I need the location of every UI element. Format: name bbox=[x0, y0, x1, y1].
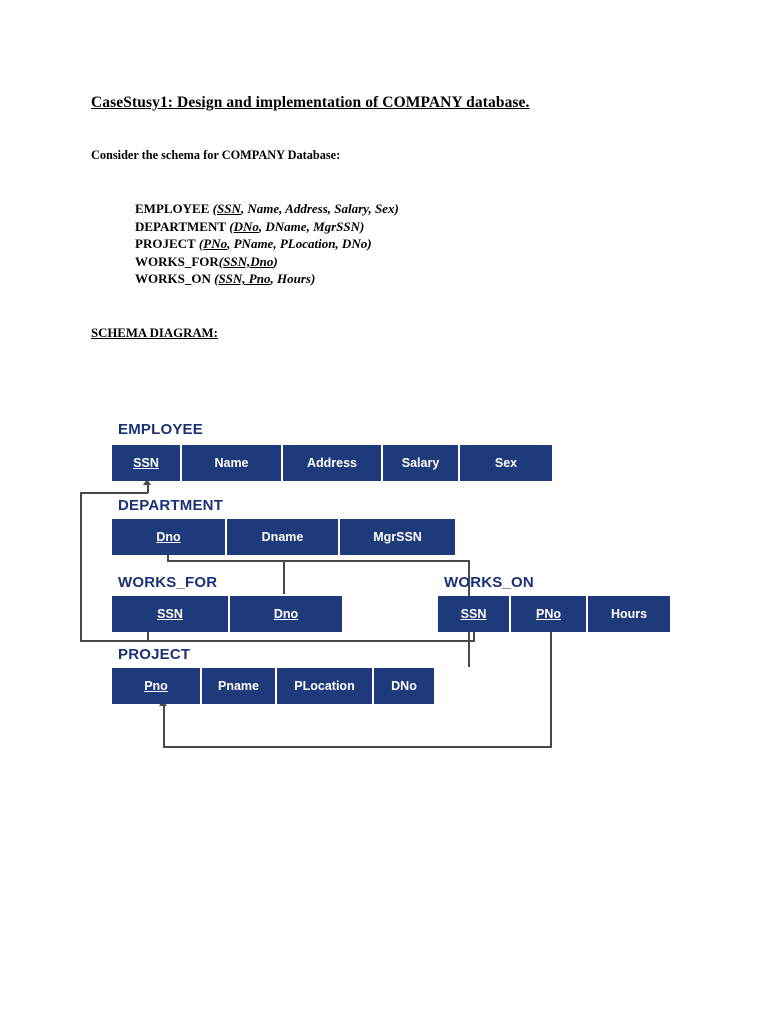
connector-department-dno-stub bbox=[167, 554, 169, 561]
relation-attributes: , PName, PLocation, DNo bbox=[227, 236, 368, 252]
connector-project-pno-up bbox=[163, 706, 165, 747]
column-department-dname: Dname bbox=[227, 519, 340, 555]
column-employee-salary: Salary bbox=[383, 445, 460, 481]
schema-relation-department: DEPARTMENT (DNo, DName, MgrSSN) bbox=[135, 218, 399, 236]
relation-attributes: , Name, Address, Salary, Sex bbox=[240, 201, 395, 216]
relation-open-paren: ( bbox=[218, 253, 224, 269]
column-project-plocation: PLocation bbox=[277, 668, 374, 704]
schema-relation-works-on: WORKS_ON (SSN, Pno, Hours) bbox=[135, 270, 399, 288]
schema-intro-text: Consider the schema for COMPANY Database… bbox=[91, 148, 341, 162]
table-label-works-on: WORKS_ON bbox=[444, 574, 534, 591]
relation-close-paren: ) bbox=[394, 201, 399, 216]
relation-primary-key: DNo bbox=[233, 218, 259, 234]
connector-employee-ssn-stub bbox=[147, 484, 149, 493]
table-employee: SSN Name Address Salary Sex bbox=[112, 445, 552, 481]
column-works-for-dno: Dno bbox=[230, 596, 342, 632]
column-works-for-ssn: SSN bbox=[112, 596, 230, 632]
table-label-employee: EMPLOYEE bbox=[118, 421, 203, 438]
relation-open-paren: ( bbox=[209, 201, 217, 216]
relation-attributes: , DName, MgrSSN bbox=[258, 218, 361, 234]
table-label-project: PROJECT bbox=[118, 646, 191, 663]
relation-name: DEPARTMENT bbox=[135, 218, 227, 234]
connector-worksfor-dno-up bbox=[283, 560, 285, 594]
column-employee-ssn: SSN bbox=[112, 445, 182, 481]
column-department-mgrssn: MgrSSN bbox=[340, 519, 455, 555]
table-project: Pno Pname PLocation DNo bbox=[112, 668, 434, 704]
relation-attributes: , Hours bbox=[270, 271, 311, 287]
schema-relation-project: PROJECT (PNo, PName, PLocation, DNo) bbox=[135, 235, 399, 253]
connector-employee-ssn-into bbox=[80, 492, 148, 494]
column-works-on-pno: PNo bbox=[511, 596, 588, 632]
relation-name: PROJECT bbox=[135, 236, 196, 252]
schema-relation-employee: EMPLOYEE (SSN, Name, Address, Salary, Se… bbox=[135, 200, 399, 218]
relation-primary-key: SSN, Pno bbox=[218, 271, 271, 287]
column-employee-address: Address bbox=[283, 445, 383, 481]
table-department: Dno Dname MgrSSN bbox=[112, 519, 455, 555]
relation-primary-key: SSN,Dno bbox=[223, 253, 274, 269]
table-label-works-for: WORKS_FOR bbox=[118, 574, 218, 591]
column-employee-sex: Sex bbox=[460, 445, 552, 481]
schema-relation-works-for: WORKS_FOR(SSN,Dno) bbox=[135, 253, 399, 271]
column-project-pname: Pname bbox=[202, 668, 277, 704]
relation-name: EMPLOYEE bbox=[135, 201, 210, 216]
relation-close-paren: ) bbox=[367, 236, 372, 252]
column-project-pno: Pno bbox=[112, 668, 202, 704]
connector-department-dno-bus bbox=[167, 560, 469, 562]
relation-close-paren: ) bbox=[273, 253, 278, 269]
table-works-for: SSN Dno bbox=[112, 596, 342, 632]
schema-relation-list: EMPLOYEE (SSN, Name, Address, Salary, Se… bbox=[135, 200, 399, 288]
connector-workson-ssn-down bbox=[473, 628, 475, 642]
relation-close-paren: ) bbox=[360, 218, 365, 234]
connector-worksfor-ssn-down bbox=[147, 628, 149, 642]
relation-close-paren: ) bbox=[310, 271, 316, 287]
column-works-on-hours: Hours bbox=[588, 596, 670, 632]
schema-diagram-heading: SCHEMA DIAGRAM: bbox=[91, 326, 218, 340]
page-title: CaseStusy1: Design and implementation of… bbox=[91, 94, 530, 111]
relation-open-paren: ( bbox=[195, 236, 204, 252]
relation-open-paren: ( bbox=[226, 218, 234, 234]
connector-employee-ssn-riser bbox=[80, 492, 82, 642]
relation-primary-key: PNo bbox=[203, 236, 228, 252]
column-works-on-ssn: SSN bbox=[438, 596, 511, 632]
relation-name: WORKS_ON bbox=[135, 271, 211, 287]
column-department-dno: Dno bbox=[112, 519, 227, 555]
table-works-on: SSN PNo Hours bbox=[438, 596, 670, 632]
relation-primary-key: SSN bbox=[217, 201, 241, 216]
column-employee-name: Name bbox=[182, 445, 283, 481]
connector-workson-pno-left bbox=[163, 746, 552, 748]
table-label-department: DEPARTMENT bbox=[118, 497, 224, 514]
connector-workson-pno-down bbox=[550, 628, 552, 747]
connector-workson-ssn-left bbox=[80, 640, 474, 642]
relation-open-paren: ( bbox=[210, 271, 219, 287]
relation-name: WORKS_FOR bbox=[135, 253, 219, 269]
column-project-dno: DNo bbox=[374, 668, 434, 704]
arrowhead-employee-ssn bbox=[143, 479, 151, 485]
